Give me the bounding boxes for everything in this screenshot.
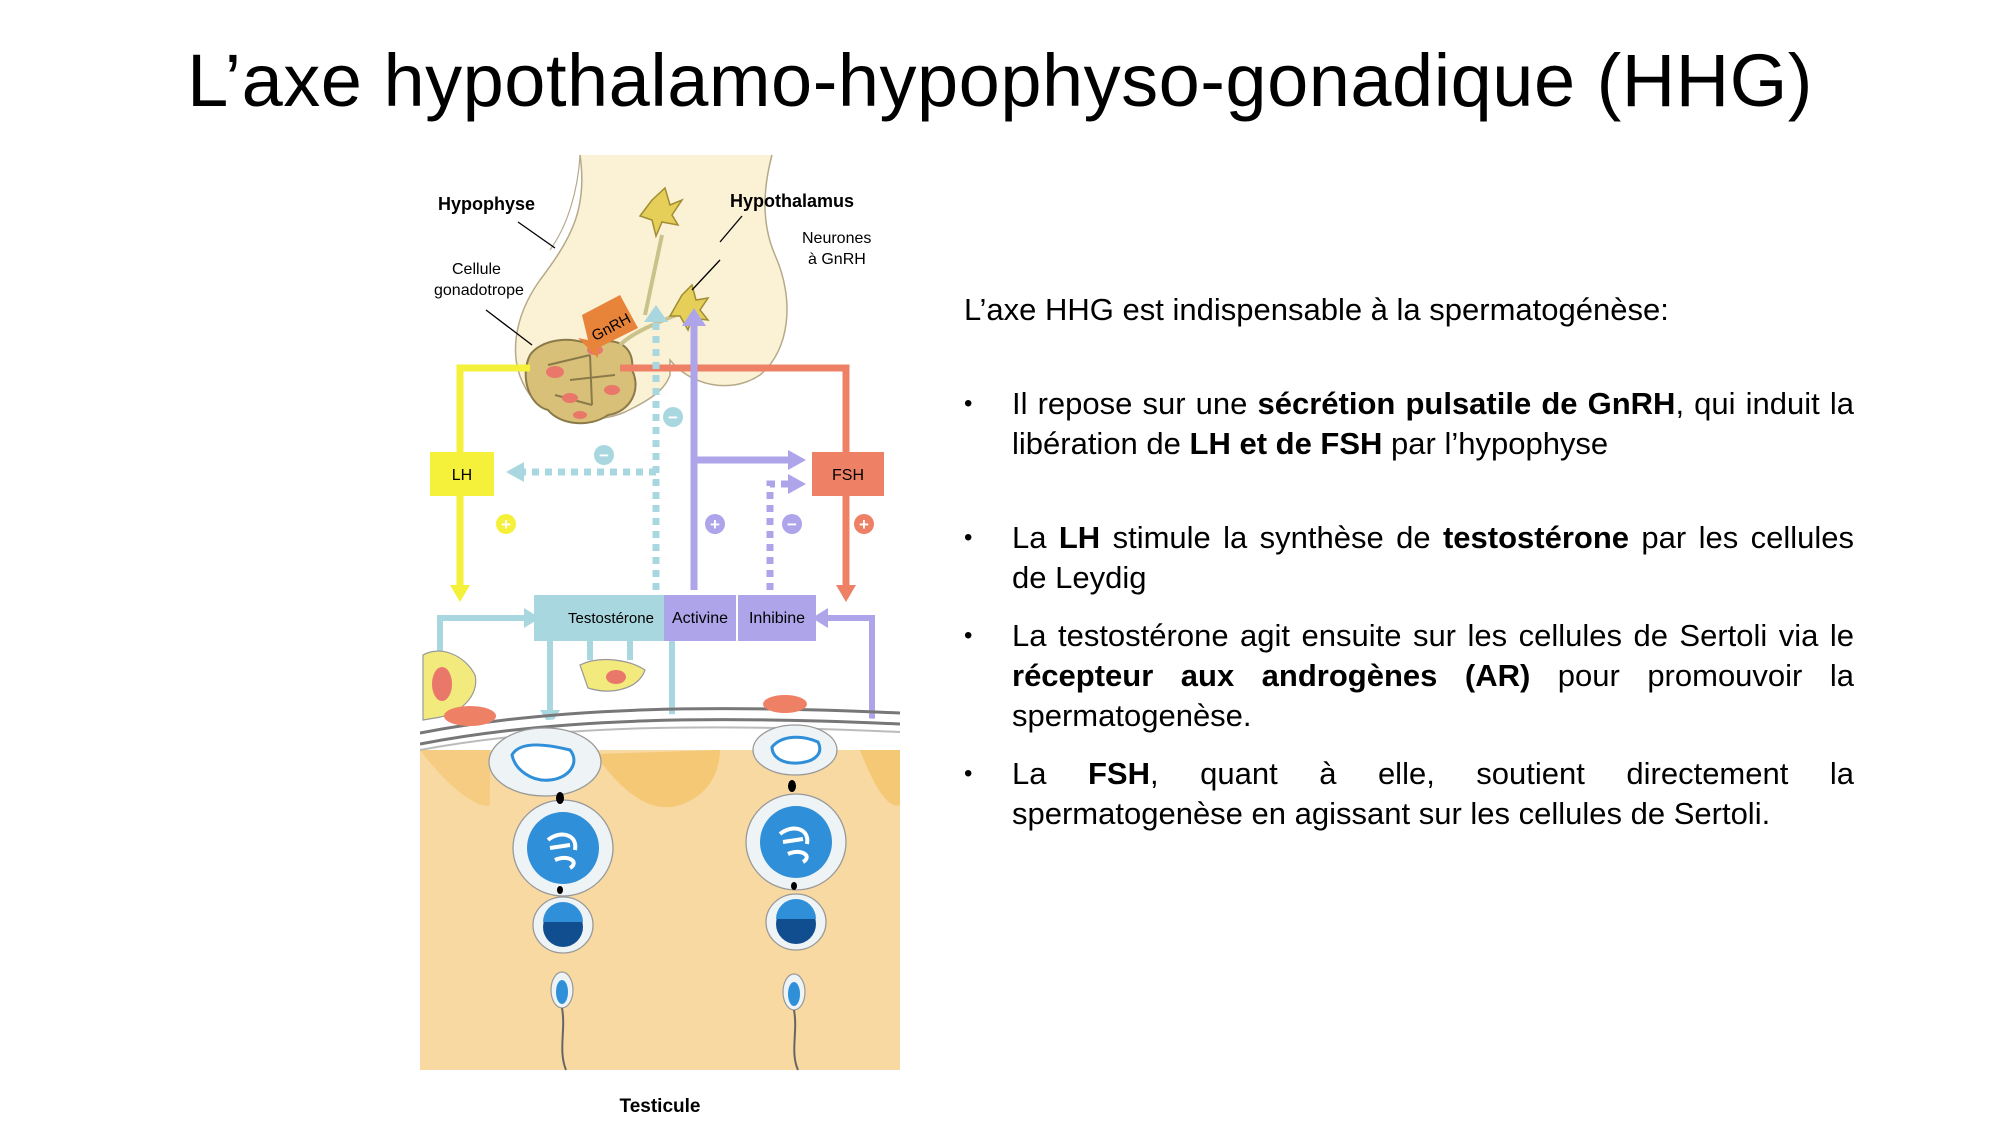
explanation-panel: L’axe HHG est indispensable à la spermat…	[964, 290, 1854, 852]
svg-text:+: +	[710, 515, 720, 534]
activine-inhibine-pathway: + −	[682, 308, 806, 590]
inhibine-box	[738, 595, 816, 641]
bullet-glyph: •	[964, 760, 973, 787]
intro-text: L’axe HHG est indispensable à la spermat…	[964, 292, 1669, 327]
testosterone-minus-sign-1	[663, 407, 683, 427]
neurones-label-1: Neurones	[802, 230, 871, 247]
lh-plus-sign	[496, 514, 516, 534]
svg-text:+: +	[859, 515, 869, 534]
testosterone-minus-sign-2	[594, 445, 614, 465]
fsh-plus-sign	[854, 514, 874, 534]
bullet-list: • Il repose sur une sécrétion pulsatile …	[964, 384, 1854, 834]
gonadotrope-cells	[524, 338, 637, 425]
activine-plus-sign	[705, 514, 725, 534]
testosterone-label: Testostérone	[568, 610, 654, 627]
lh-box	[430, 452, 494, 496]
hypothalamus-label: Hypothalamus	[730, 191, 854, 211]
inhibine-label: Inhibine	[749, 610, 805, 627]
fsh-label: FSH	[832, 467, 864, 484]
cellule-label-2: gonadotrope	[434, 282, 524, 299]
svg-text:−: −	[599, 446, 609, 465]
cellule-label-1: Cellule	[452, 261, 501, 278]
bullet-glyph: •	[964, 622, 973, 649]
leydig-cells	[422, 650, 646, 721]
lh-label: LH	[452, 467, 472, 484]
inhibine-minus-sign	[782, 514, 802, 534]
testicule-label: Testicule	[620, 1096, 701, 1117]
neurones-label-2: à GnRH	[808, 251, 866, 268]
sertoli-to-inhibine	[824, 615, 875, 768]
lh-pathway: LH +	[430, 364, 530, 602]
bullet-fsh: • La FSH, quant à elle, soutient directe…	[964, 756, 1854, 831]
hypophyse-label: Hypophyse	[438, 194, 535, 214]
bullet-glyph: •	[964, 390, 973, 417]
activine-label: Activine	[672, 610, 728, 627]
svg-text:+: +	[501, 515, 511, 534]
bullet-testosterone: • La testostérone agit ensuite sur les c…	[964, 618, 1854, 733]
svg-text:−: −	[668, 408, 678, 427]
activine-box	[664, 595, 736, 641]
hhg-axis-diagram: GnRH Hypophyse Hypothalamus Neurones à G…	[420, 150, 900, 1125]
bullet-lh: • La LH stimule la synthèse de testostér…	[964, 520, 1854, 595]
fsh-pathway: FSH +	[620, 364, 884, 602]
bullet-gnrh: • Il repose sur une sécrétion pulsatile …	[964, 386, 1854, 461]
svg-text:−: −	[787, 515, 797, 534]
bullet-glyph: •	[964, 524, 973, 551]
testis-tubule	[420, 695, 900, 1071]
slide-title: L’axe hypothalamo-hypophyso-gonadique (H…	[187, 39, 1813, 122]
fsh-box	[812, 452, 884, 496]
testosterone-box	[534, 595, 688, 641]
gnrh-arrow-tag: GnRH	[578, 295, 638, 358]
testosterone-feedback: − −	[506, 305, 683, 590]
